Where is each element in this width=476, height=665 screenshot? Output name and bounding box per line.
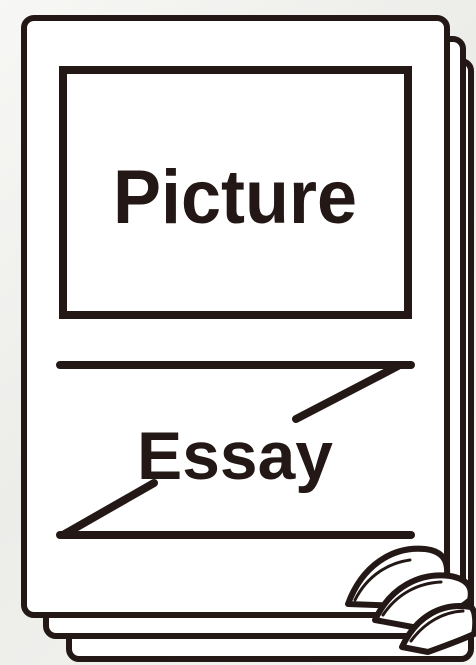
picture-title: Picture xyxy=(113,155,357,240)
essay-title: Essay xyxy=(137,418,333,494)
